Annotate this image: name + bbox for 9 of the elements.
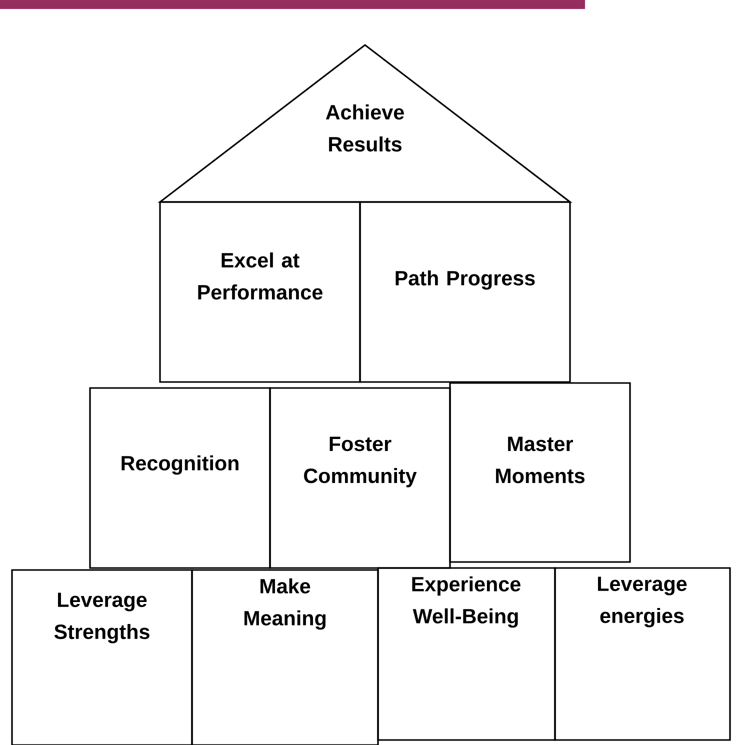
pillar-box: Recognition (89, 387, 271, 569)
pillar-box: Excel at Performance (159, 201, 361, 383)
pillar-box: Master Moments (449, 382, 631, 563)
pillar-box: Experience Well-Being (377, 567, 556, 741)
pillar-box: Leverage energies (554, 567, 731, 741)
pillar-box: Path Progress (359, 201, 571, 383)
pillar-box: Leverage Strengths (11, 569, 193, 745)
pillar-box: Make Meaning (191, 569, 379, 745)
pillar-box: Foster Community (269, 387, 451, 569)
